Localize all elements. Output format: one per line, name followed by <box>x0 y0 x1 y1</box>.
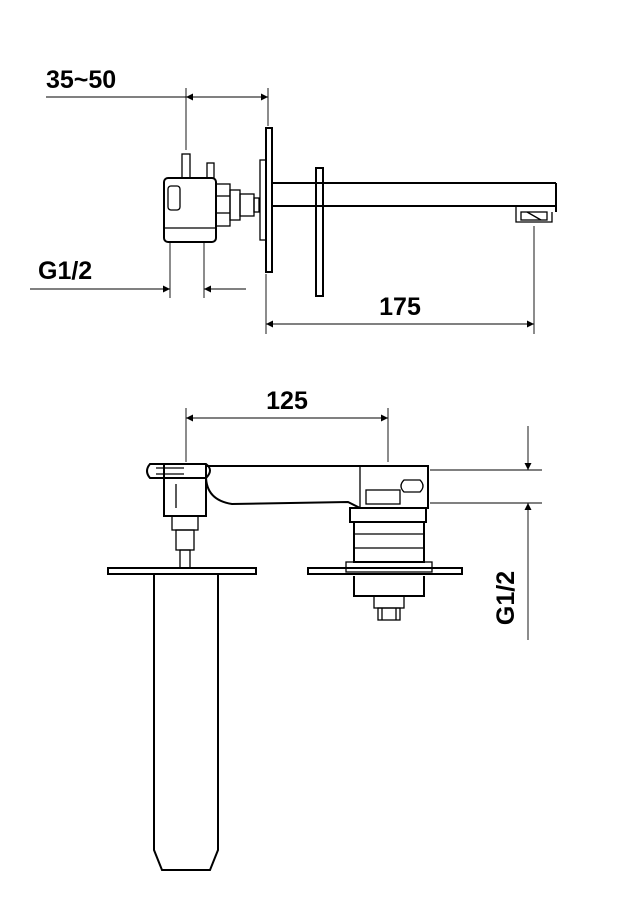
side-view: 35~50 G1/2 175 <box>30 66 557 334</box>
spout-side <box>272 182 557 223</box>
valve-body-side <box>163 153 260 243</box>
dimension-center-distance: 125 <box>185 387 389 462</box>
wall-plate-top <box>107 567 463 575</box>
wall-plate-side <box>259 127 324 297</box>
dimension-spout-reach: 175 <box>265 226 535 334</box>
sleeve-tube <box>153 574 219 871</box>
dimension-label-spout-reach: 175 <box>379 293 421 321</box>
dimension-label-inlet-top: G1/2 <box>492 571 520 625</box>
dimension-wall-depth: 35~50 <box>46 66 269 150</box>
spout-arm-top <box>205 465 429 509</box>
dimension-label-wall-depth: 35~50 <box>46 66 116 94</box>
dimension-inlet-side: G1/2 <box>30 242 246 298</box>
dimension-label-inlet-side: G1/2 <box>38 257 92 285</box>
cartridge-top <box>345 507 433 621</box>
lever-handle <box>146 463 211 569</box>
top-view: 125 G1/2 <box>107 387 542 871</box>
dimension-label-center-distance: 125 <box>266 387 308 415</box>
dimension-inlet-top: G1/2 <box>430 426 542 640</box>
